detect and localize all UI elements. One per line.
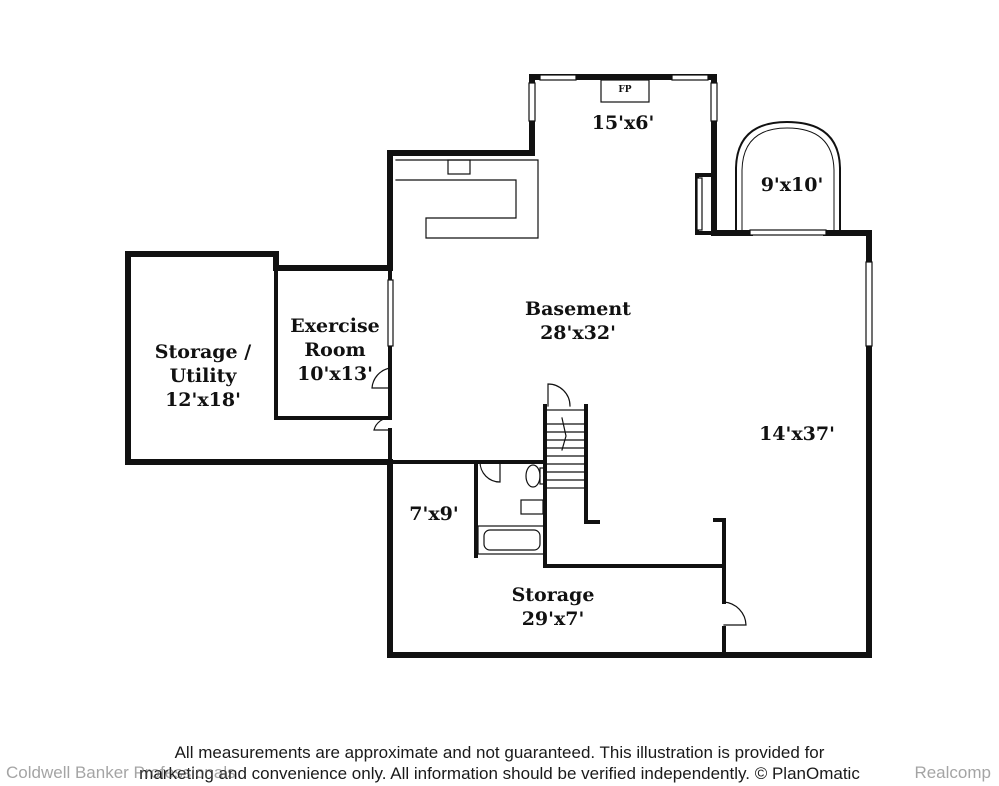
room-name: Storage / xyxy=(154,341,252,363)
room-label-small-room: 7'x9' xyxy=(396,502,472,526)
disclaimer-line: All measurements are approximate and not… xyxy=(174,743,825,762)
room-dimensions: 15'x6' xyxy=(591,112,655,134)
bay-window xyxy=(735,120,841,234)
bathroom-fixtures xyxy=(477,464,546,555)
room-label-east-wing: 14'x37' xyxy=(752,422,842,446)
exterior-walls xyxy=(125,74,872,658)
room-dimensions: 28'x32' xyxy=(540,322,616,344)
room-name: Utility xyxy=(169,365,237,387)
room-name: Room xyxy=(304,339,366,361)
disclaimer: All measurements are approximate and not… xyxy=(0,742,999,784)
room-label-nook: 15'x6' xyxy=(583,111,663,135)
room-dimensions: 12'x18' xyxy=(165,389,241,411)
staircase xyxy=(544,409,587,489)
room-dimensions: 7'x9' xyxy=(409,503,459,525)
room-label-storage-utility: Storage / Utility 12'x18' xyxy=(148,340,258,412)
room-label-storage: Storage 29'x7' xyxy=(493,583,613,631)
kitchen-counter xyxy=(395,159,539,239)
disclaimer-line: marketing and convenience only. All info… xyxy=(139,764,860,783)
room-name: Storage xyxy=(511,584,595,606)
room-label-bay: 9'x10' xyxy=(752,173,832,197)
fireplace xyxy=(600,79,650,103)
watermark-right: Realcomp xyxy=(914,763,991,782)
room-dimensions: 10'x13' xyxy=(297,363,373,385)
watermark-left: Coldwell Banker Professionals xyxy=(6,763,236,782)
room-dimensions: 9'x10' xyxy=(760,174,824,196)
fireplace-label: FP xyxy=(618,85,632,95)
room-dimensions: 29'x7' xyxy=(521,608,585,630)
room-name: Exercise xyxy=(290,315,380,337)
doors xyxy=(371,367,747,626)
room-name: Basement xyxy=(525,298,631,320)
room-label-basement: Basement 28'x32' xyxy=(508,297,648,345)
room-label-exercise-room: Exercise Room 10'x13' xyxy=(280,314,390,386)
windows xyxy=(387,74,873,347)
room-dimensions: 14'x37' xyxy=(759,423,835,445)
